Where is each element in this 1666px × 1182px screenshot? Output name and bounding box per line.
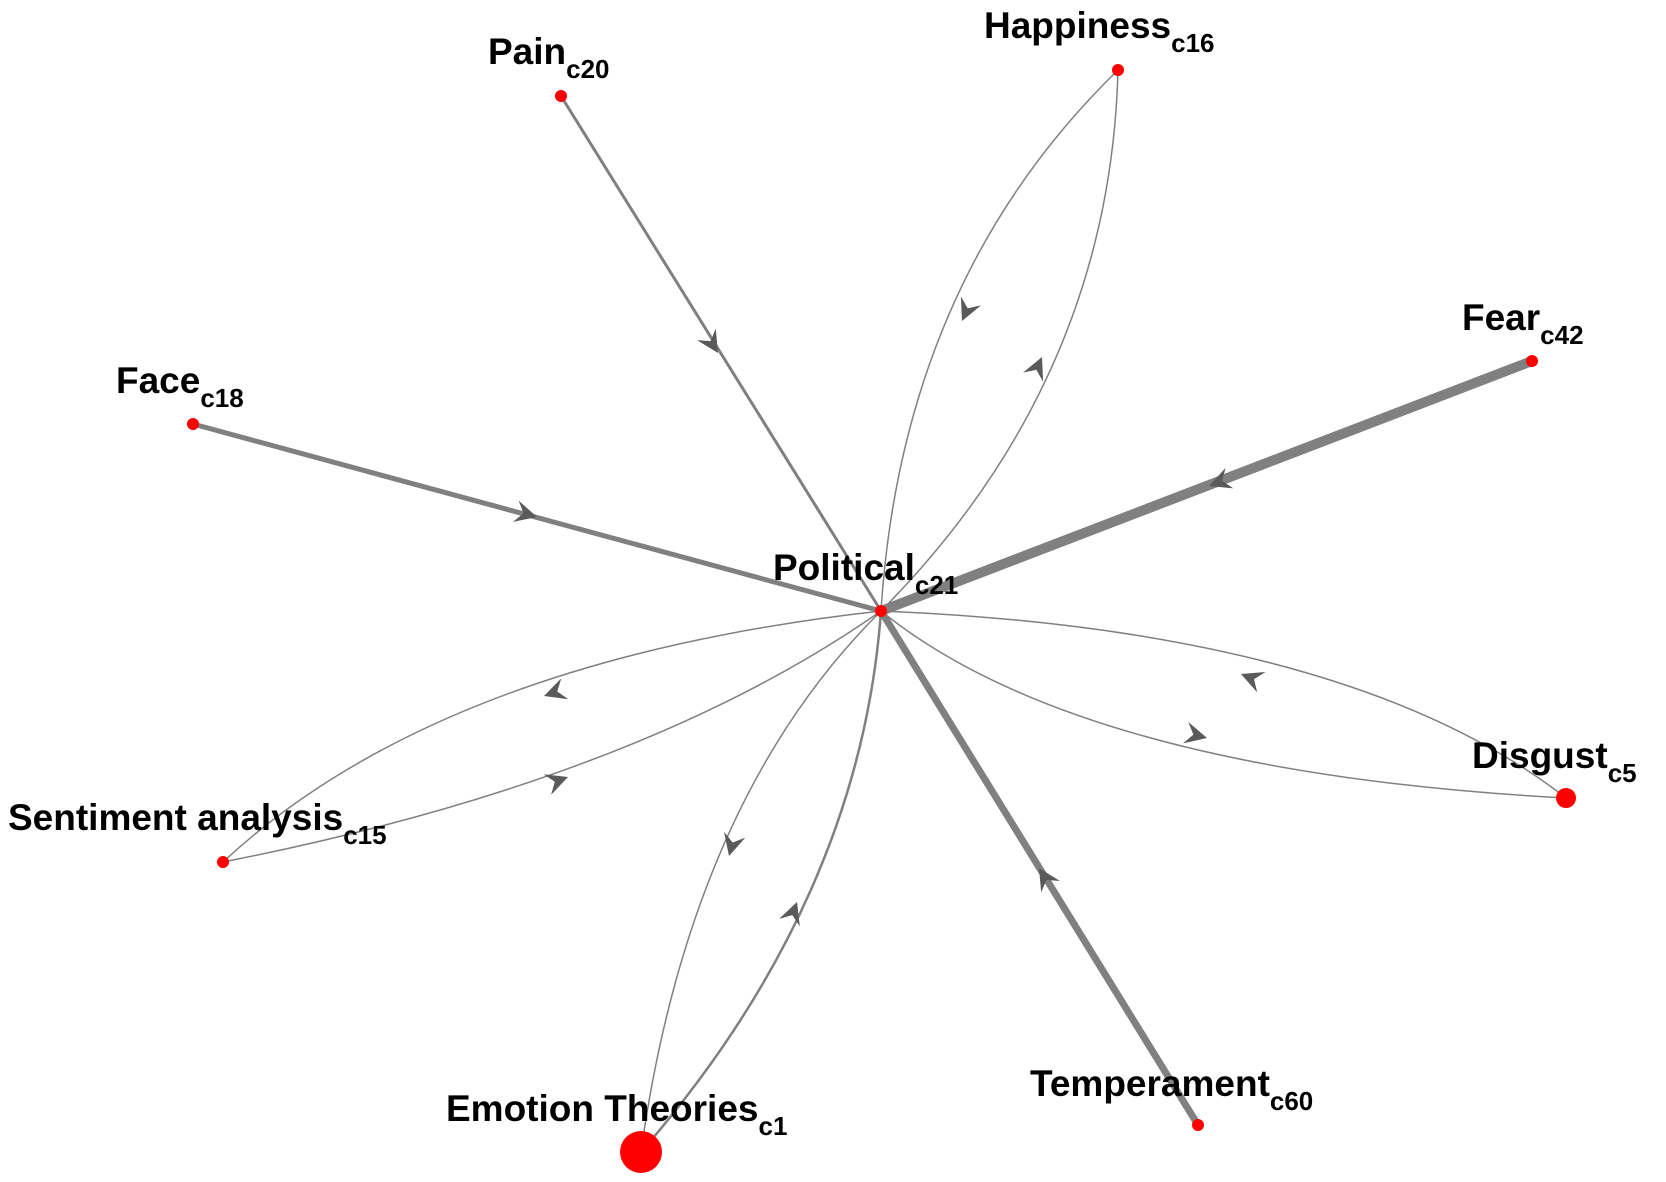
label-happiness: Happinessc16 (984, 5, 1215, 58)
label-pain: Painc20 (488, 31, 610, 84)
arrow-pain-to-political (697, 328, 718, 353)
node-disgust (1556, 788, 1576, 808)
edge-emotion-to-political (640, 610, 883, 1153)
node-sentiment (217, 856, 229, 868)
node-cluster: c18 (200, 383, 243, 413)
node-name: Pain (488, 31, 566, 72)
node-cluster: c60 (1270, 1086, 1313, 1116)
arrow-emotion-to-political (779, 902, 800, 927)
node-face (187, 418, 199, 430)
node-name: Sentiment analysis (8, 797, 343, 838)
edge-face-to-political (192, 421, 882, 614)
node-name: Political (773, 547, 915, 588)
label-emotion-theories: Emotion Theoriesc1 (446, 1088, 787, 1141)
label-face: Facec18 (116, 360, 244, 413)
arrow-political-to-happiness (1023, 357, 1044, 382)
label-fear: Fearc42 (1462, 297, 1584, 350)
edges-layer (192, 69, 1567, 1153)
arrows-layer (512, 296, 1266, 927)
node-cluster: c42 (1540, 320, 1583, 350)
node-cluster: c16 (1171, 28, 1214, 58)
node-cluster: c21 (915, 570, 958, 600)
node-name: Disgust (1472, 735, 1608, 776)
arrow-happiness-to-political (960, 296, 981, 321)
node-name: Happiness (984, 5, 1171, 46)
labels-layer: Politicalc21 Happinessc16 Painc20 Fearc4… (8, 5, 1637, 1141)
node-cluster: c1 (758, 1111, 787, 1141)
node-temperament (1192, 1119, 1204, 1131)
arrow-political-to-emotion (724, 831, 746, 856)
edge-political-to-disgust (880, 610, 1567, 799)
label-sentiment-analysis: Sentiment analysisc15 (8, 797, 387, 850)
arrow-face-to-political (512, 500, 537, 522)
node-name: Temperament (1030, 1063, 1270, 1104)
label-political: Politicalc21 (773, 547, 958, 600)
node-name: Face (116, 360, 200, 401)
edge-happiness-to-political (880, 69, 1119, 612)
nodes-layer (187, 64, 1576, 1173)
arrow-disgust-to-political (1241, 672, 1266, 693)
node-pain (555, 90, 567, 102)
edge-sentiment-to-political (222, 610, 882, 863)
edge-disgust-to-political (880, 610, 1567, 799)
edge-political-to-sentiment (222, 610, 882, 863)
node-emotion (620, 1131, 662, 1173)
arrow-political-to-disgust (1182, 722, 1207, 744)
node-happiness (1112, 64, 1124, 76)
node-name: Fear (1462, 297, 1540, 338)
node-cluster: c20 (566, 54, 609, 84)
arrow-political-to-sentiment (544, 678, 569, 700)
edge-political-to-happiness (880, 69, 1119, 612)
label-disgust: Disgustc5 (1472, 735, 1637, 788)
edge-temperament-to-political (878, 609, 1201, 1127)
label-temperament: Temperamentc60 (1030, 1063, 1313, 1116)
arrow-temperament-to-political (1039, 868, 1060, 893)
node-cluster: c5 (1608, 758, 1637, 788)
edge-fear-to-political (879, 356, 1534, 616)
edge-political-to-emotion (640, 610, 882, 1153)
node-political (875, 605, 887, 617)
node-cluster: c15 (343, 820, 386, 850)
arrow-sentiment-to-political (543, 774, 568, 795)
edge-pain-to-political (559, 95, 883, 612)
node-fear (1526, 355, 1538, 367)
arrow-fear-to-political (1209, 467, 1234, 489)
node-name: Emotion Theories (446, 1088, 758, 1129)
